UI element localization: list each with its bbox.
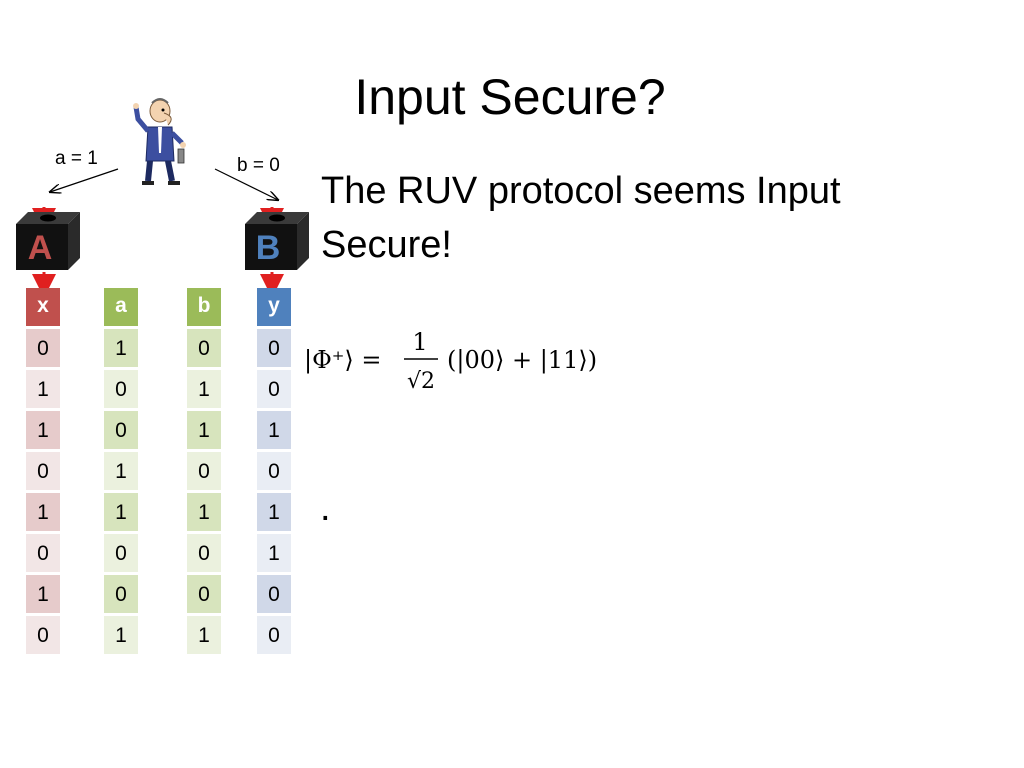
b-input-label: b = 0 [237,155,280,176]
table-x-cell: 0 [26,616,60,654]
equation-numerator: 1 [412,328,427,356]
black-box-a-icon: A [16,212,80,270]
slide-title: Input Secure? [354,69,666,125]
table-x-cell: 1 [26,411,60,449]
table-a-cell: 1 [104,329,138,367]
table-y-cell: 1 [257,534,291,572]
table-y-header: y [257,288,291,326]
table-a-cell: 0 [104,575,138,613]
black-box-b-icon: B [245,212,309,270]
equation-lhs: |Φ⁺⟩ = [304,346,382,375]
table-y-cell: 0 [257,575,291,613]
table-b-cell: 0 [187,575,221,613]
table-b-header: b [187,288,221,326]
table-b-cell: 1 [187,370,221,408]
table-b-cell: 1 [187,411,221,449]
table-a-cell: 1 [104,616,138,654]
table-a-cell: 0 [104,411,138,449]
table-b-cell: 0 [187,452,221,490]
table-x-cell: 1 [26,493,60,531]
table-y-cell: 0 [257,452,291,490]
table-a-cell: 0 [104,370,138,408]
table-y-cell: 0 [257,329,291,367]
table-x-header: x [26,288,60,326]
body-text: The RUV protocol seems Input Secure! [321,170,841,266]
table-y-cell: 1 [257,493,291,531]
table-a-cell: 1 [104,493,138,531]
table-y-cell: 1 [257,411,291,449]
person-with-device-icon [133,98,186,185]
bell-state-equation: |Φ⁺⟩ = 1 √2 (|00⟩ + |11⟩) [304,328,597,394]
table-y-cell: 0 [257,616,291,654]
table-x-cell: 0 [26,452,60,490]
equation-rhs: (|00⟩ + |11⟩) [447,346,597,375]
table-a-cell: 0 [104,534,138,572]
table-b-cell: 0 [187,534,221,572]
table-a-header: a [104,288,138,326]
table-x-cell: 0 [26,534,60,572]
table-y-cell: 0 [257,370,291,408]
table-a-cell: 1 [104,452,138,490]
table-b-cell: 1 [187,493,221,531]
equation-denominator: √2 [407,369,435,394]
a-input-label: a = 1 [55,148,98,169]
table-b-cell: 0 [187,329,221,367]
table-x-cell: 1 [26,575,60,613]
trailing-period: . [320,487,331,529]
table-x-cell: 0 [26,329,60,367]
table-b-cell: 1 [187,616,221,654]
box-b-letter: B [256,229,281,267]
box-a-letter: A [28,229,53,267]
table-x-cell: 1 [26,370,60,408]
